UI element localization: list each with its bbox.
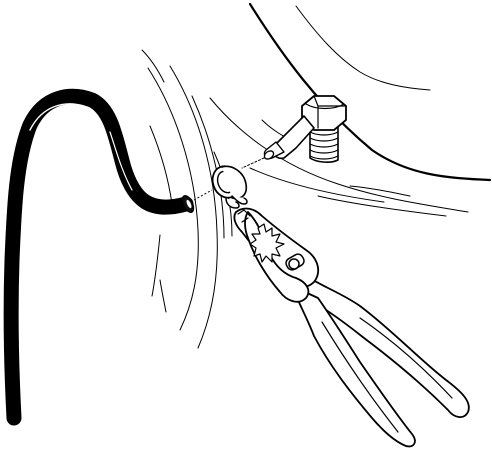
surface-curve-5 bbox=[150, 126, 172, 204]
hose-barb-fitting bbox=[242, 96, 346, 168]
slip-joint-pliers bbox=[234, 209, 468, 447]
housing-contour-4 bbox=[350, 186, 410, 196]
spring-hose-clamp bbox=[208, 163, 247, 208]
fitting-guide-line bbox=[242, 158, 264, 168]
surface-curve-8 bbox=[152, 235, 160, 296]
rubber-hose bbox=[11, 96, 196, 418]
hose-body-outer bbox=[11, 96, 186, 418]
surface-curve-6 bbox=[160, 280, 166, 312]
pliers-pivot-rivet bbox=[289, 259, 299, 269]
housing-contour-2 bbox=[250, 168, 384, 202]
housing-contour-3 bbox=[318, 196, 446, 216]
housing-contour-upper bbox=[296, 6, 430, 90]
surface-curve-7 bbox=[142, 50, 164, 82]
hose-guide-line bbox=[194, 190, 212, 200]
